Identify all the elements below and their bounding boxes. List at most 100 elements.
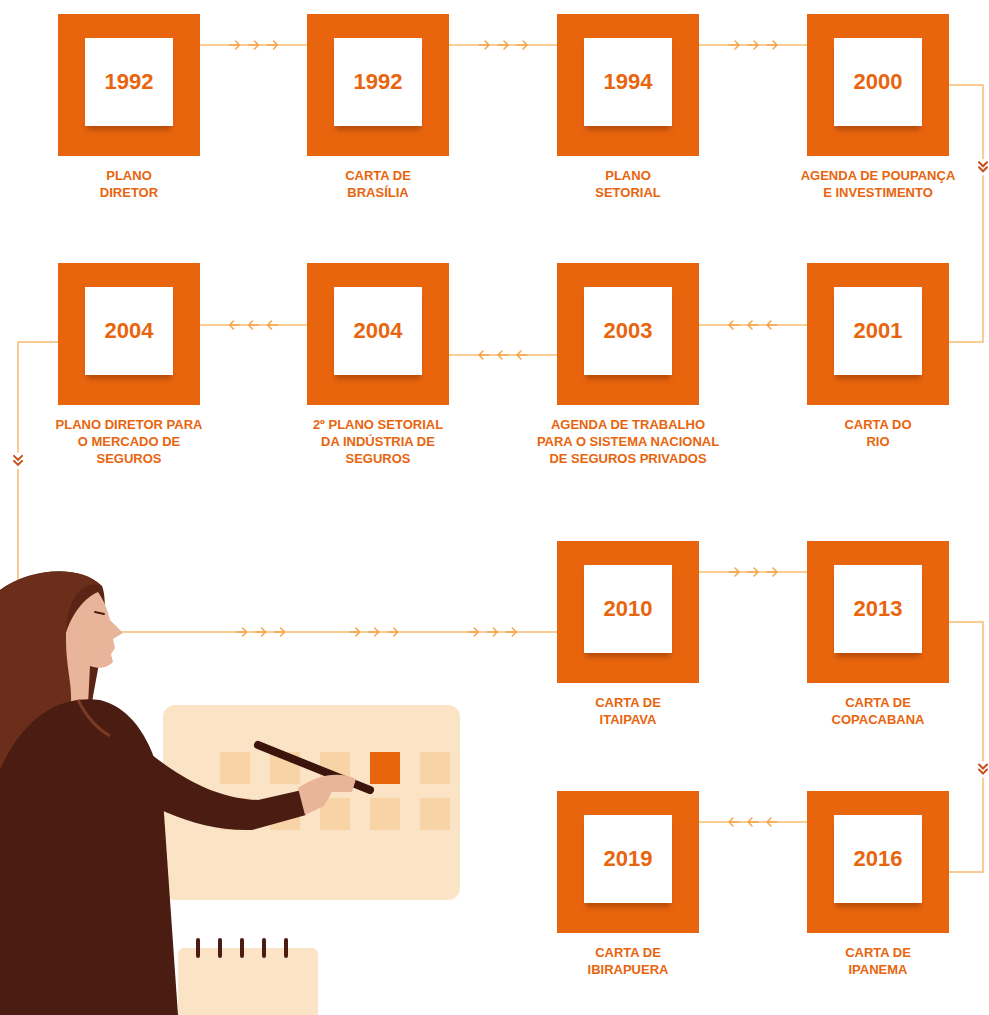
flow-chevron — [14, 456, 22, 465]
year-card: 2003 — [584, 287, 672, 375]
year-card: 2013 — [834, 565, 922, 653]
timeline-milestone: 2010CARTA DE ITAIPAVA — [523, 541, 733, 729]
year-box: 2019 — [557, 791, 699, 933]
year-box: 2016 — [807, 791, 949, 933]
milestone-label: PLANO DIRETOR — [84, 168, 174, 202]
year-text: 2004 — [105, 319, 154, 343]
milestone-label: AGENDA DE TRABALHO PARA O SISTEMA NACION… — [532, 417, 724, 468]
arm — [108, 728, 306, 830]
year-text: 2016 — [854, 847, 903, 871]
flow-arrow — [268, 41, 278, 49]
flow-arrow — [230, 41, 240, 49]
flow-arrow — [487, 628, 497, 636]
milestone-label: CARTA DE BRASÍLIA — [333, 168, 423, 202]
year-text: 2001 — [854, 319, 903, 343]
year-box: 2004 — [58, 263, 200, 405]
connector-line — [949, 85, 983, 342]
flow-arrow — [729, 568, 739, 576]
flow-arrow — [517, 351, 527, 359]
flow-arrow — [237, 628, 247, 636]
timeline-connector — [949, 622, 989, 872]
timeline-connector — [449, 351, 557, 359]
year-card: 2016 — [834, 815, 922, 903]
milestone-label: CARTA DE IBIRAPUERA — [573, 945, 683, 979]
timeline-connector — [200, 321, 307, 329]
year-text: 2010 — [604, 597, 653, 621]
flow-arrow — [729, 321, 739, 329]
body — [0, 699, 178, 1015]
flow-arrow — [729, 818, 739, 826]
flow-arrow — [729, 41, 739, 49]
year-card: 2000 — [834, 38, 922, 126]
chevron-ground — [11, 453, 25, 469]
year-box: 1994 — [557, 14, 699, 156]
year-text: 2004 — [354, 319, 403, 343]
face — [62, 592, 123, 705]
milestone-label: CARTA DE ITAIPAVA — [573, 695, 683, 729]
ring — [218, 938, 222, 958]
grid-cell — [370, 798, 400, 830]
timeline-milestone: 2000AGENDA DE POUPANÇA E INVESTIMENTO — [773, 14, 983, 202]
year-card: 2019 — [584, 815, 672, 903]
timeline-milestone: 2016CARTA DE IPANEMA — [773, 791, 983, 979]
flow-arrow — [369, 628, 379, 636]
flow-arrow — [517, 41, 527, 49]
year-text: 1994 — [604, 70, 653, 94]
year-text: 2019 — [604, 847, 653, 871]
flow-arrow — [767, 568, 777, 576]
grid-cell-active — [370, 752, 400, 784]
notepad — [178, 948, 318, 1015]
notepad-rings — [196, 938, 288, 958]
flow-arrow — [230, 321, 240, 329]
flow-arrow — [256, 628, 266, 636]
ring — [196, 938, 200, 958]
grid-cell — [420, 752, 450, 784]
year-text: 1992 — [354, 70, 403, 94]
flow-arrow — [468, 628, 478, 636]
flow-arrow — [275, 628, 285, 636]
chevron-ground — [976, 159, 989, 175]
timeline-connector — [699, 818, 807, 826]
chevron-ground — [976, 762, 989, 778]
year-card: 2004 — [334, 287, 422, 375]
hand — [298, 775, 356, 815]
year-box: 2010 — [557, 541, 699, 683]
milestone-label: CARTA DO RIO — [833, 417, 923, 451]
flow-arrow — [350, 628, 360, 636]
ring — [240, 938, 244, 958]
year-card: 1992 — [334, 38, 422, 126]
timeline-connector — [449, 41, 557, 49]
timeline-connector — [699, 568, 807, 576]
year-card: 2004 — [85, 287, 173, 375]
year-box: 1992 — [307, 14, 449, 156]
timeline-milestone: 2004PLANO DIRETOR PARA O MERCADO DE SEGU… — [24, 263, 234, 468]
flow-chevron — [979, 765, 987, 774]
grid-cell — [220, 752, 250, 784]
timeline-milestone: 1994PLANO SETORIAL — [523, 14, 733, 202]
flow-arrow — [249, 321, 259, 329]
flow-arrow — [748, 818, 758, 826]
milestone-label: PLANO SETORIAL — [583, 168, 673, 202]
collar — [78, 700, 110, 736]
milestone-label: AGENDA DE POUPANÇA E INVESTIMENTO — [796, 168, 960, 202]
flow-chevron — [979, 162, 987, 171]
timeline-milestone: 2013CARTA DE COPACABANA — [773, 541, 983, 729]
year-box: 1992 — [58, 14, 200, 156]
year-box: 2004 — [307, 263, 449, 405]
eye — [95, 612, 104, 614]
year-card: 2001 — [834, 287, 922, 375]
flow-arrow — [498, 351, 508, 359]
flow-arrow — [767, 818, 777, 826]
milestone-label: PLANO DIRETOR PARA O MERCADO DE SEGUROS — [54, 417, 204, 468]
ring — [284, 938, 288, 958]
ring — [262, 938, 266, 958]
milestone-label: CARTA DE COPACABANA — [818, 695, 938, 729]
flow-arrow — [748, 41, 758, 49]
flow-arrow — [767, 321, 777, 329]
grid-cell — [420, 798, 450, 830]
connector-line — [949, 622, 983, 872]
flow-arrow — [479, 351, 489, 359]
year-box: 2000 — [807, 14, 949, 156]
year-box: 2003 — [557, 263, 699, 405]
flow-arrow — [748, 321, 758, 329]
